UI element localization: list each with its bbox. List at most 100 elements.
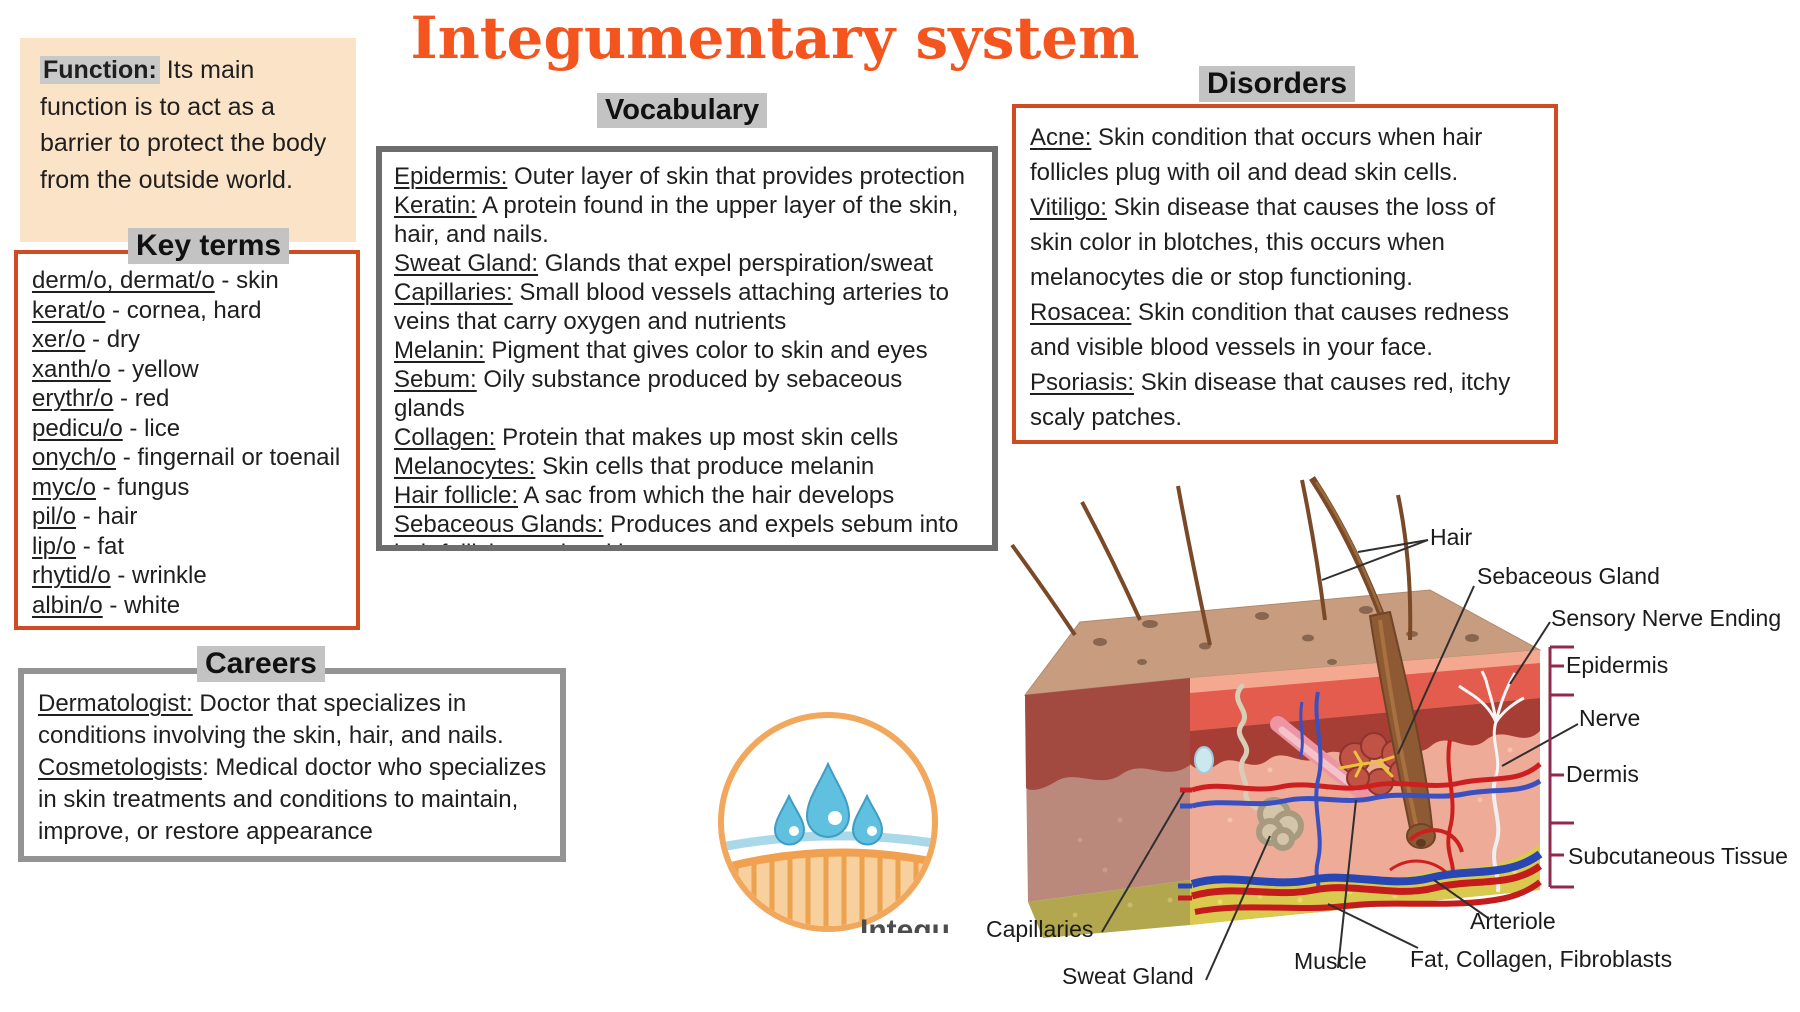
vocabulary-term: Sweat Gland: [394,250,539,277]
disorder-item: Acne: Skin condition that occurs when ha… [1030,120,1530,190]
key-term: lip/o [32,532,77,560]
vocabulary-definition: Oily substance produced by sebaceous gla… [394,366,903,422]
disorder-definition: Skin disease that causes the loss of ski… [1030,194,1496,291]
vocabulary-term: Sebum: [394,366,477,393]
partial-caption-text: Integu [860,916,950,933]
vocabulary-definition: Produces and expels sebum into hair foll… [394,511,959,545]
key-term-definition: - dry [85,326,141,353]
career-term: Cosmetologists [38,754,203,781]
page-title: Integumentary system [410,4,1140,72]
disorder-definition: Skin disease that causes red, itchy scal… [1030,369,1511,431]
diagram-label-epidermis: Epidermis [1566,652,1669,678]
vocabulary-definition: Glands that expel perspiration/sweat [538,250,933,277]
key-term-definition: - white [102,591,181,619]
vocabulary-item: Capillaries: Small blood vessels attachi… [394,278,976,336]
key-term: derm/o, dermat/o [32,267,215,294]
vocabulary-definition: Skin cells that produce melanin [535,453,875,480]
career-definition: Doctor that specializes in conditions in… [38,690,504,749]
disorder-definition: Skin condition that occurs when hair fol… [1030,124,1483,186]
vocabulary-box: Epidermis: Outer layer of skin that prov… [376,146,998,551]
key-term-item: myc/o - fungus [32,473,352,503]
key-term-item: rhytid/o - wrinkle [32,561,352,591]
sweat-gland-coil [1256,797,1304,851]
function-label: Function: [40,56,160,84]
key-term-definition: - cornea, hard [105,296,262,324]
key-term: xer/o [32,326,86,353]
disorders-box: Acne: Skin condition that occurs when ha… [1012,104,1558,444]
key-term-item: xanth/o - yellow [32,355,352,385]
key-term: pedicu/o [32,414,123,442]
vocabulary-term: Melanocytes: [394,453,536,480]
vocabulary-item: Sebaceous Glands: Produces and expels se… [394,510,976,545]
careers-box: Dermatologist: Doctor that specializes i… [18,668,566,862]
diagram-label-muscle: Muscle [1294,948,1367,974]
disorders-title: Disorders [1199,66,1356,102]
diagram-label-hair: Hair [1430,524,1473,550]
vocabulary-term: Melanin: [394,337,485,364]
vocabulary-definition: Outer layer of skin that provides protec… [507,163,965,190]
key-term-definition: - fungus [96,473,190,501]
career-item: Dermatologist: Doctor that specializes i… [38,688,550,752]
key-term-item: erythr/o - red [32,384,352,414]
label-connector-lines [1101,539,1579,981]
careers-title: Careers [197,646,325,682]
key-term-item: onych/o - fingernail or toenail [32,443,352,473]
key-term-definition: - hair [76,503,138,530]
diagram-label-arteriole: Arteriole [1470,908,1556,934]
skin-cross-section-illustration [1010,476,1579,981]
key-term-item: pil/o - hair [32,502,352,532]
key-terms-box: derm/o, dermat/o - skin kerat/o - cornea… [14,250,360,630]
key-term-item: pedicu/o - lice [32,414,352,444]
diagram-label-sebaceous-gland: Sebaceous Gland [1477,563,1660,589]
diagram-label-subcutaneous-tissue: Subcutaneous Tissue [1568,843,1788,869]
key-term-definition: - fingernail or toenail [116,444,341,471]
vocabulary-definition: Small blood vessels attaching arteries t… [394,279,949,335]
disorder-definition: Skin condition that causes redness and v… [1030,299,1509,361]
key-term-definition: - fat [76,532,125,560]
vocabulary-item: Melanin: Pigment that gives color to ski… [394,336,976,365]
diagram-label-fat-collagen-fibroblasts: Fat, Collagen, Fibroblasts [1410,946,1673,972]
vocabulary-item: Epidermis: Outer layer of skin that prov… [394,162,976,191]
diagram-label-nerve: Nerve [1579,705,1641,731]
key-term-item: albin/o - white [32,591,352,621]
key-term-definition: - red [113,385,170,412]
vocabulary-term: Keratin: [394,192,477,219]
career-term: Dermatologist: [38,690,193,717]
key-terms-title: Key terms [128,228,290,264]
disorder-term: Rosacea: [1030,299,1132,326]
disorder-term: Acne: [1030,124,1092,151]
diagram-label-capillaries: Capillaries [986,916,1094,942]
vocabulary-item: Melanocytes: Skin cells that produce mel… [394,452,976,481]
key-term: kerat/o [32,296,106,324]
diagram-label-sensory-nerve-ending: Sensory Nerve Ending [1551,605,1782,631]
vocabulary-term: Capillaries: [394,279,513,306]
water-drop-icons [773,761,884,846]
disorder-item: Rosacea: Skin condition that causes redn… [1030,295,1530,365]
diagram-label-dermis: Dermis [1566,761,1639,787]
key-term-definition: - wrinkle [110,562,207,589]
key-term: myc/o [32,473,97,501]
vocabulary-term: Sebaceous Glands: [394,511,604,538]
vocabulary-definition: Pigment that gives color to skin and eye… [484,337,928,364]
vocabulary-term: Collagen: [394,424,496,451]
key-term: xanth/o [32,355,111,383]
layer-bracket [1548,645,1574,889]
disorder-term: Psoriasis: [1030,369,1135,396]
disorder-term: Vitiligo: [1030,194,1107,221]
diagram-label-sweat-gland: Sweat Gland [1062,963,1194,989]
key-term-item: lip/o - fat [32,532,352,562]
sensory-nerve-ending-shape [1458,670,1525,777]
key-term-item: kerat/o - cornea, hard [32,296,352,326]
vocabulary-item: Keratin: A protein found in the upper la… [394,191,976,249]
key-term: onych/o [32,444,117,471]
key-term-definition: - skin [214,267,279,294]
key-term-item: xer/o - dry [32,325,352,355]
disorder-item: Vitiligo: Skin disease that causes the l… [1030,190,1530,295]
function-box: Function: Its main function is to act as… [20,38,356,242]
vocabulary-term: Epidermis: [394,163,508,190]
vocabulary-term: Hair follicle: [394,482,519,509]
vocabulary-definition: A sac from which the hair develops [518,482,895,509]
vocabulary-definition: A protein found in the upper layer of th… [394,192,959,248]
hair-strands [1010,479,1413,646]
key-term: albin/o [32,591,103,619]
